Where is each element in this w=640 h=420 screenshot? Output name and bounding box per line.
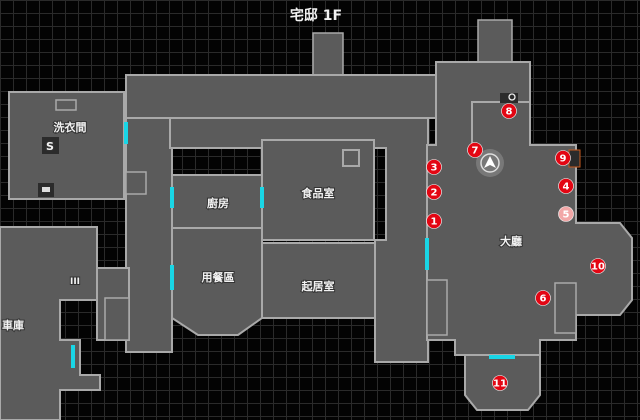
room-pantry: [261, 139, 375, 241]
marker-number: 5: [563, 210, 570, 221]
stairs-west-corridor: [125, 171, 147, 195]
marker-layer: 1 2 3 4 5 6 7 8 9 10 11: [426, 103, 606, 391]
marker-number: 1: [431, 217, 438, 228]
marker-number: 7: [472, 146, 479, 157]
marker-circle: [426, 159, 442, 175]
marker-circle: [558, 206, 574, 222]
marker-number: 8: [506, 107, 513, 118]
save-point-icon[interactable]: [42, 137, 59, 154]
marker-number: 6: [540, 294, 547, 305]
item-marker-4[interactable]: 4: [558, 178, 574, 194]
pantry-crate: [342, 149, 360, 167]
room-main-hall: [426, 61, 633, 411]
marker-number: 4: [563, 182, 570, 193]
item-marker-3[interactable]: 3: [426, 159, 442, 175]
label-laundry: 洗衣間: [54, 120, 87, 134]
marker-number: 11: [493, 379, 507, 390]
label-pantry: 食品室: [302, 186, 335, 200]
marker-circle: [535, 290, 551, 306]
key-glyph-icon: [508, 93, 516, 101]
item-marker-7[interactable]: 7: [467, 142, 483, 158]
room-living: [261, 242, 376, 319]
marker-circle: [467, 142, 483, 158]
numeral-icon: III: [70, 277, 80, 287]
west-corridor: [125, 117, 173, 353]
label-hall: 大廳: [500, 234, 522, 248]
stairs-northeast: [477, 19, 513, 65]
marker-circle: [558, 178, 574, 194]
north-corridor: [125, 74, 437, 119]
marker-circle: [426, 213, 442, 229]
player-arrow-icon: [484, 156, 496, 168]
marker-circle: [590, 258, 606, 274]
marker-number: 2: [431, 188, 438, 199]
stairs-north: [312, 32, 344, 77]
marker-number: 9: [560, 154, 567, 165]
item-marker-11[interactable]: 11: [492, 375, 508, 391]
marker-number: 10: [591, 262, 605, 273]
marker-number: 3: [431, 163, 438, 174]
stairs-hall-east: [554, 282, 577, 334]
item-marker-1[interactable]: 1: [426, 213, 442, 229]
item-marker-8[interactable]: 8: [501, 103, 517, 119]
item-marker-5[interactable]: 5: [558, 206, 574, 222]
marker-circle: [501, 103, 517, 119]
item-marker-2[interactable]: 2: [426, 184, 442, 200]
label-kitchen: 廚房: [207, 196, 229, 210]
label-dining: 用餐區: [202, 270, 235, 284]
item-box-glyph-icon: [42, 187, 50, 192]
save-point-label: S: [46, 140, 54, 153]
stairs-garage: [104, 297, 130, 341]
stairs-hall-west: [426, 279, 448, 336]
marker-circle: [492, 375, 508, 391]
marker-circle: [555, 150, 571, 166]
marker-circle: [426, 184, 442, 200]
item-marker-10[interactable]: 10: [590, 258, 606, 274]
floor-title: 宅邸 1F: [290, 7, 342, 24]
item-marker-9[interactable]: 9: [555, 150, 571, 166]
label-garage: 車庫: [2, 318, 24, 332]
label-living: 起居室: [301, 279, 335, 293]
laundry-fixture: [55, 99, 77, 111]
item-marker-6[interactable]: 6: [535, 290, 551, 306]
